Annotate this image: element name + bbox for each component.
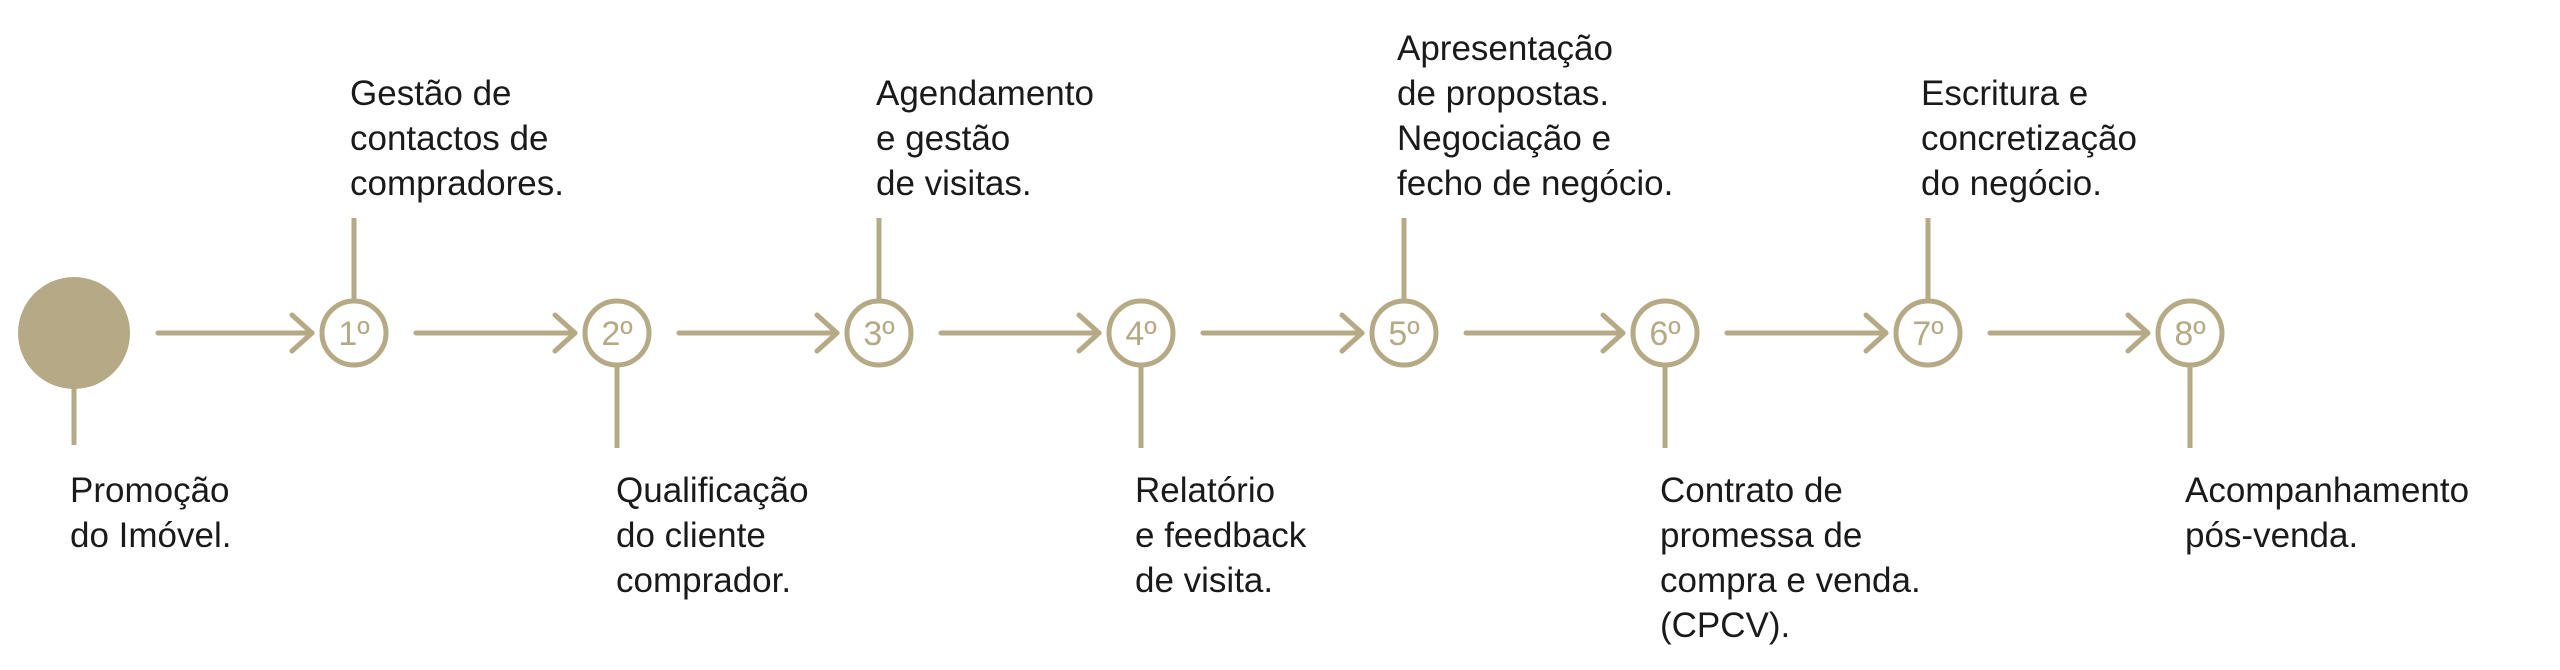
step-6-label-line: compra e venda. xyxy=(1660,561,1921,600)
step-3-number: 3º xyxy=(863,315,894,353)
step-6-label-line: Contrato de xyxy=(1660,471,1843,510)
step-8-label-line: pós-venda. xyxy=(2185,516,2359,555)
step-4-label: Relatório e feedback de visita. xyxy=(1135,468,1306,603)
step-5-label-line: de propostas. xyxy=(1397,74,1610,113)
step-8-number: 8º xyxy=(2174,315,2205,353)
flow-arrow-6-7-head xyxy=(1863,312,1889,354)
step-4-label-line: e feedback xyxy=(1135,516,1307,555)
step-6-number: 6º xyxy=(1649,315,1680,353)
step-1-label-line: compradores. xyxy=(350,164,564,203)
step-2-label-line: Qualificação xyxy=(616,471,809,510)
step-6-label: Contrato de promessa de compra e venda. (CP… xyxy=(1660,468,1921,648)
step-6-label-line: promessa de xyxy=(1660,516,1863,555)
step-2-number: 2º xyxy=(601,315,632,353)
flow-arrow-start-head xyxy=(289,312,315,354)
step-1-label: Gestão de contactos de compradores. xyxy=(350,71,564,206)
flow-arrow-3-4-head xyxy=(1076,312,1102,354)
step-7-label-line: do negócio. xyxy=(1921,164,2102,203)
flow-arrow-7-8-head xyxy=(2125,312,2151,354)
step-3-label-line: e gestão xyxy=(876,119,1011,158)
step-5-label-line: Negociação e xyxy=(1397,119,1612,158)
start-node xyxy=(18,277,130,389)
step-1-label-line: contactos de xyxy=(350,119,549,158)
start-label: Promoção do Imóvel. xyxy=(70,468,231,558)
step-4-label-line: de visita. xyxy=(1135,561,1274,600)
step-3-label-line: Agendamento xyxy=(876,74,1094,113)
step-7-number: 7º xyxy=(1912,315,1943,353)
step-6-label-line: (CPCV). xyxy=(1660,606,1791,645)
step-4-label-line: Relatório xyxy=(1135,471,1276,510)
step-5-label: Apresentação de propostas. Negociação e fec… xyxy=(1397,26,1673,206)
step-8-label-line: Acompanhamento xyxy=(2185,471,2470,510)
step-7-label-line: Escritura e xyxy=(1921,74,2089,113)
step-3-label-line: de visitas. xyxy=(876,164,1032,203)
start-label-line: do Imóvel. xyxy=(70,516,232,555)
flow-arrow-4-5-head xyxy=(1339,312,1365,354)
step-1-number: 1º xyxy=(338,315,369,353)
step-4-number: 4º xyxy=(1125,315,1156,353)
step-3-label: Agendamento e gestão de visitas. xyxy=(876,71,1094,206)
step-8-label: Acompanhamento pós-venda. xyxy=(2185,468,2469,558)
step-2-label-line: do cliente xyxy=(616,516,766,555)
flow-arrow-2-3-head xyxy=(814,312,840,354)
step-5-number: 5º xyxy=(1388,315,1419,353)
step-7-label-line: concretização xyxy=(1921,119,2137,158)
flow-arrow-1-2-head xyxy=(552,312,578,354)
step-2-label: Qualificação do cliente comprador. xyxy=(616,468,809,603)
start-label-line: Promoção xyxy=(70,471,230,510)
step-5-label-line: Apresentação xyxy=(1397,29,1613,68)
step-7-label: Escritura e concretização do negócio. xyxy=(1921,71,2137,206)
step-5-label-line: fecho de negócio. xyxy=(1397,164,1674,203)
step-1-label-line: Gestão de xyxy=(350,74,512,113)
flow-arrow-5-6-head xyxy=(1600,312,1626,354)
step-2-label-line: comprador. xyxy=(616,561,792,600)
